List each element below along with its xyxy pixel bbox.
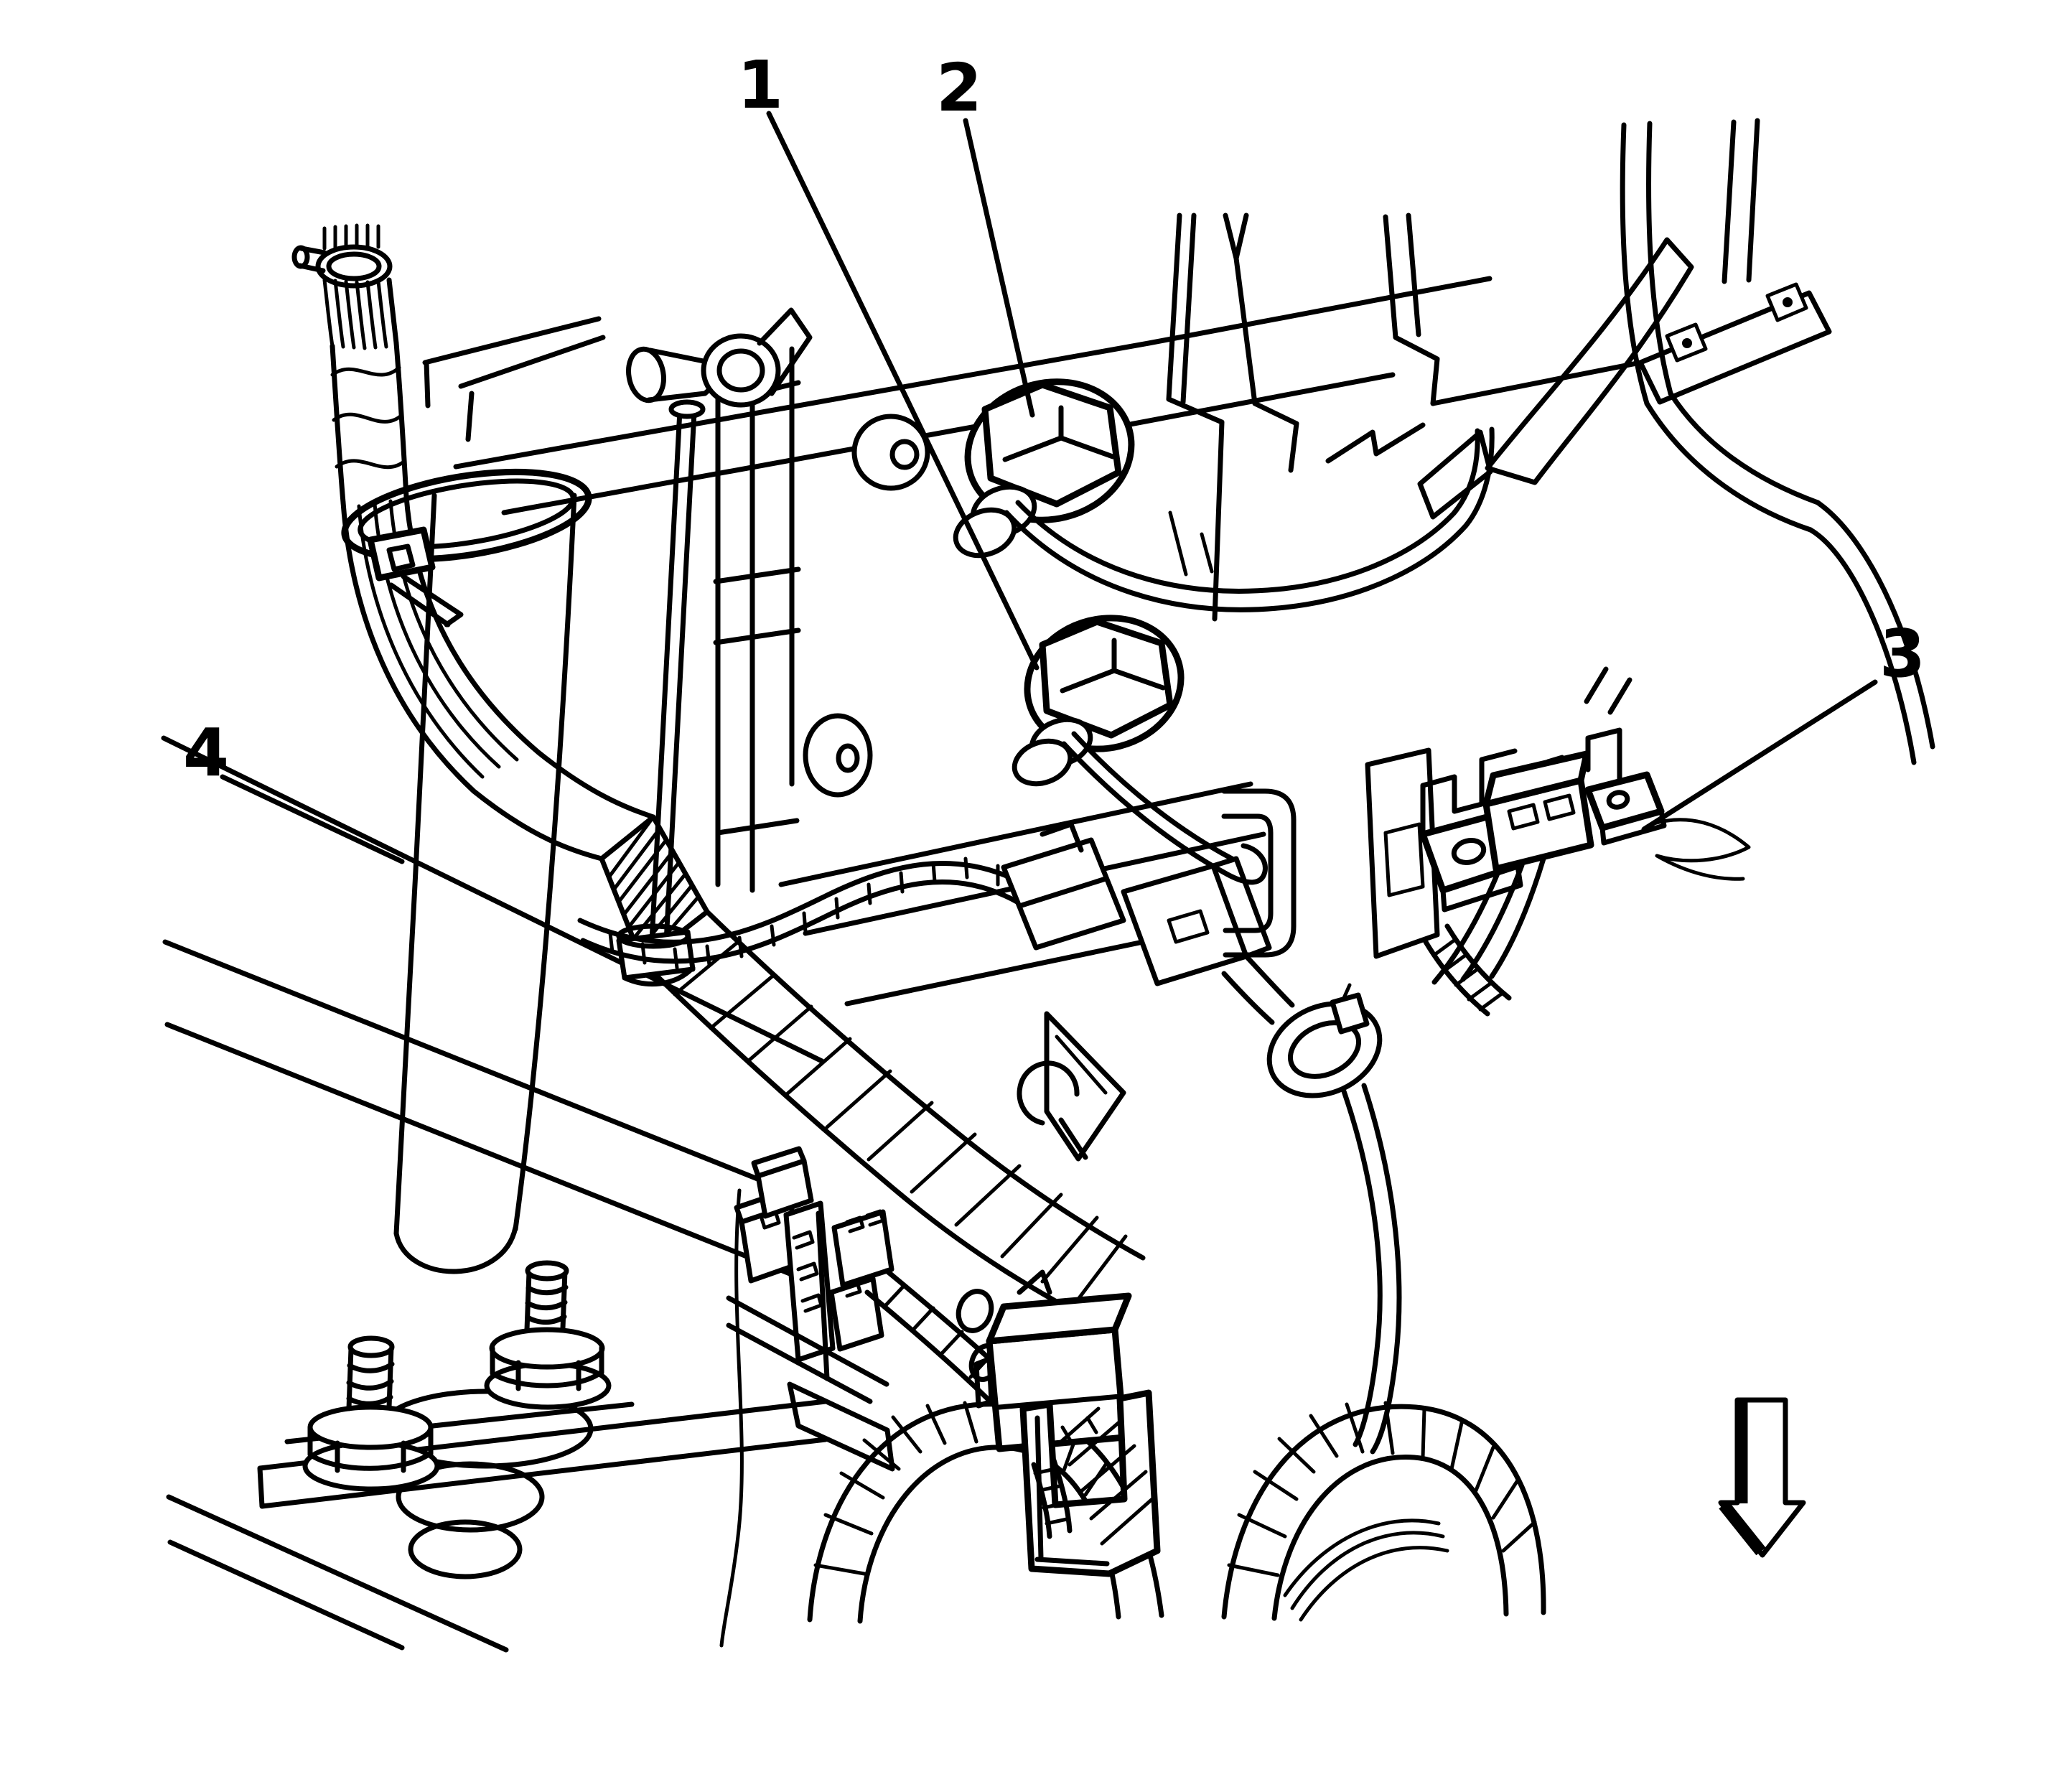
callout-2: 2	[936, 50, 1035, 418]
ladder-frame	[713, 343, 801, 893]
callout-3: 3	[1641, 615, 1925, 832]
wiring-harness-left	[291, 223, 710, 965]
down-arrow-icon	[1718, 1397, 1806, 1558]
cable-tie	[341, 468, 592, 627]
callout-4-leader	[220, 774, 405, 864]
callout-3-label: 3	[1879, 615, 1925, 692]
bracket-3-wires	[1423, 818, 1751, 1017]
callout-2-leader	[963, 118, 1035, 418]
convolute-tube	[577, 857, 1028, 970]
wire-loom-right	[1221, 1401, 1546, 1622]
callout-1-leader	[766, 111, 1040, 671]
callout-3-leader	[1641, 679, 1878, 832]
harness-hook-clip	[1266, 983, 1383, 1098]
mount-plate	[257, 1399, 828, 1509]
ground-bolt-1	[1012, 615, 1185, 787]
body-mount-bushings	[803, 414, 930, 798]
connector-cover	[1019, 1389, 1161, 1577]
callout-2-label: 2	[936, 50, 982, 126]
callout-1: 1	[737, 47, 1040, 671]
chassis-diagonal-lines	[161, 735, 825, 1287]
harness-trunk-loom	[640, 909, 1146, 1327]
inline-connector-pair	[1001, 821, 1295, 1025]
callout-4-label: 4	[183, 714, 229, 791]
stud-nut-left	[302, 1335, 440, 1492]
connector-bracket-3	[1419, 727, 1667, 913]
shock-absorber	[393, 493, 577, 1274]
frame-c-bracket	[1221, 788, 1297, 958]
callout-1-label: 1	[737, 47, 783, 123]
junction-block-cluster	[719, 1146, 1045, 1648]
ground-bolt-2	[953, 378, 1135, 559]
ground-strap-2	[1004, 426, 1495, 612]
anchor-flag-clip	[1017, 1011, 1126, 1162]
stud-nut-right	[484, 1260, 612, 1410]
loose-signal-wire	[1341, 1083, 1402, 1455]
ground-wire-1	[1061, 731, 1268, 885]
frame-structure	[161, 118, 1935, 1653]
callout-4: 4	[183, 714, 405, 864]
